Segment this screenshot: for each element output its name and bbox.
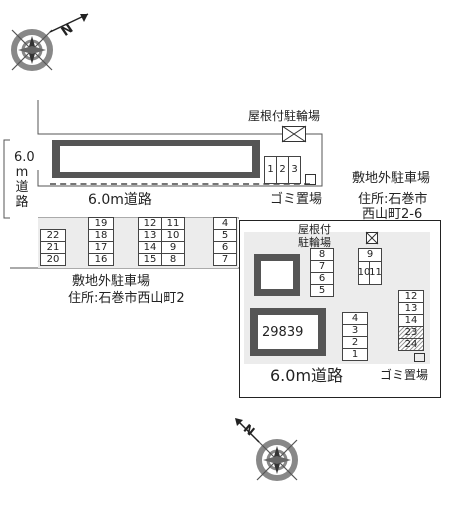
parking-space: 7 — [213, 253, 237, 266]
road-left-char: m — [15, 165, 29, 180]
parking-space: 5 — [310, 284, 334, 297]
parking-space: 1 — [342, 348, 368, 361]
offsite-parking-left-title: 敷地外駐車場 — [72, 274, 151, 289]
right-building-upper-interior — [261, 261, 293, 289]
bike-shelter-right-label-1: 屋根付 — [298, 223, 331, 236]
bike-shelter-top-label: 屋根付駐輪場 — [248, 109, 321, 123]
right-site-frame — [239, 220, 441, 398]
top-dashed-line — [50, 183, 310, 185]
offsite-parking-right-addr2: 西山町2-6 — [362, 207, 423, 222]
offsite-parking-left-addr: 住所:石巻市西山町2 — [68, 291, 185, 306]
right-building-lower-interior — [258, 315, 318, 349]
compass-bottom-icon — [235, 418, 298, 481]
road-left-char: 6.0 — [14, 150, 35, 165]
parking-space: 20 — [40, 253, 66, 266]
garbage-top-icon — [305, 174, 316, 185]
bike-space: 9 — [358, 248, 382, 262]
bike-shelter-right-label-2: 駐輪場 — [298, 236, 331, 249]
parking-space-hatched: 24 — [398, 338, 424, 351]
garbage-right-label: ゴミ置場 — [380, 368, 429, 382]
compass-top-icon — [11, 13, 89, 71]
bike-shelter-right-icon — [365, 231, 379, 245]
building-number: 29839 — [262, 325, 304, 340]
bike-space: 11 — [369, 261, 382, 285]
road-top-label: 6.0m道路 — [88, 192, 152, 208]
parking-space: 15 — [138, 253, 162, 266]
parking-space: 8 — [310, 248, 334, 261]
garbage-top-label: ゴミ置場 — [270, 192, 323, 207]
garbage-right-icon — [414, 353, 425, 362]
parking-space: 3 — [288, 156, 301, 184]
road-left-char: 道 — [15, 180, 29, 195]
road-left-char: 路 — [15, 195, 29, 210]
parking-space: 16 — [88, 253, 114, 266]
offsite-parking-right-addr1: 住所:石巻市 — [358, 192, 428, 207]
parking-space: 8 — [161, 253, 185, 266]
bike-shelter-top-icon — [281, 125, 307, 143]
offsite-parking-right-title: 敷地外駐車場 — [352, 171, 431, 186]
top-building-interior — [60, 146, 252, 172]
road-left-vertical-label: 6.0 m 道 路 — [14, 150, 35, 210]
road-bottom-right-label: 6.0m道路 — [270, 366, 344, 385]
